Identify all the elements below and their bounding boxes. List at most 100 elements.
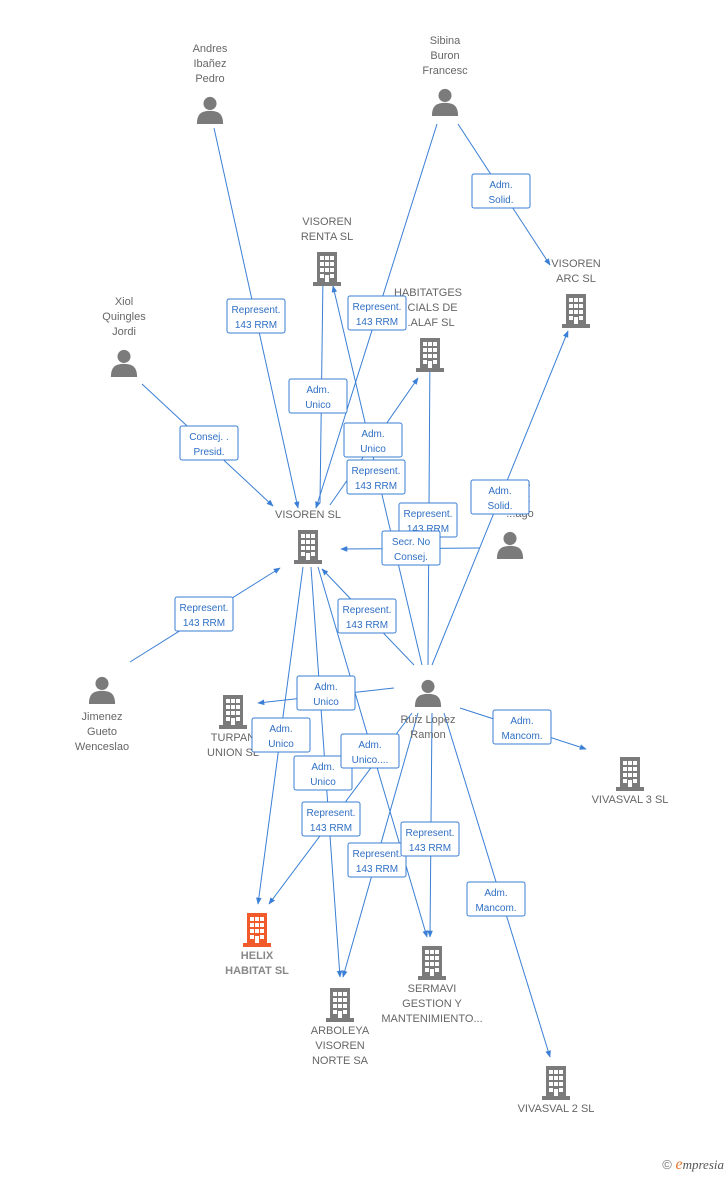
edge-label-text: Solid. bbox=[488, 195, 513, 206]
building-icon bbox=[313, 252, 341, 286]
edge-label-text: Unico bbox=[360, 444, 386, 455]
nodes-layer: AndresIbañezPedroSibinaBuronFrancescVISO… bbox=[75, 35, 669, 1115]
brand-logo-text: mpresia bbox=[682, 1157, 724, 1172]
edge-label-andres-visoren_sl[interactable]: Represent.143 RRM bbox=[226, 298, 286, 334]
edge-label-text: Unico bbox=[305, 400, 331, 411]
edge-label-text: 143 RRM bbox=[407, 524, 449, 535]
edge-label-visoren_sl-arboleya[interactable]: Adm.Unico bbox=[293, 755, 353, 791]
edge-label-text: Adm. bbox=[361, 429, 384, 440]
node-label: VISOREN SL bbox=[275, 509, 341, 521]
edges-layer bbox=[129, 123, 587, 1058]
node-label: Buron bbox=[430, 50, 459, 62]
edge-label-text: Represent. bbox=[343, 605, 392, 616]
node-turpan[interactable]: TURPAN UNION SL bbox=[207, 695, 259, 759]
edge-label-ruiz-vivasval2[interactable]: Adm.Mancom. bbox=[466, 881, 526, 917]
node-label: Ruiz Lopez bbox=[400, 714, 455, 726]
edge-label-text: 143 RRM bbox=[356, 317, 398, 328]
edge-label-ruiz-turpan[interactable]: Adm.Unico bbox=[296, 675, 356, 711]
edge-label-jimenez-visoren_sl[interactable]: Represent.143 RRM bbox=[174, 596, 234, 632]
edge-label-box bbox=[337, 598, 397, 634]
edge-label-box bbox=[400, 821, 460, 857]
edge-label-text: Secr. No bbox=[392, 537, 431, 548]
edge-label-text: 143 RRM bbox=[235, 320, 277, 331]
edge-label-visoren_sl-helix[interactable]: Adm.Unico bbox=[251, 717, 311, 753]
building-icon bbox=[416, 338, 444, 372]
building-icon bbox=[418, 946, 446, 980]
edge-label-ruiz-visoren_arc[interactable]: Adm.Solid. bbox=[470, 479, 530, 515]
edge-label-text: Adm. bbox=[311, 762, 334, 773]
node-label: Wenceslao bbox=[75, 741, 129, 753]
edge-label-text: Presid. bbox=[193, 447, 224, 458]
edge-label-ruiz-visoren_sl[interactable]: Represent.143 RRM bbox=[337, 598, 397, 634]
node-label: VIVASVAL 2 SL bbox=[518, 1103, 595, 1115]
edge-label-text: Represent. bbox=[352, 466, 401, 477]
edge-label-box bbox=[346, 459, 406, 495]
edge-label-text: Adm. bbox=[269, 724, 292, 735]
building-icon bbox=[562, 294, 590, 328]
edge-label-box bbox=[174, 596, 234, 632]
person-icon bbox=[496, 531, 524, 559]
node-vivasval2[interactable]: VIVASVAL 2 SL bbox=[518, 1066, 595, 1115]
node-label: ARC SL bbox=[556, 273, 596, 285]
node-label: HABITAT SL bbox=[225, 965, 289, 977]
edge-label-box bbox=[466, 881, 526, 917]
edge-label-box bbox=[301, 801, 361, 837]
edge-label-sibina-visoren_sl[interactable]: Represent.143 RRM bbox=[347, 295, 407, 331]
node-label: Pedro bbox=[195, 73, 224, 85]
edge-label-ruiz-vivasval3[interactable]: Adm.Mancom. bbox=[492, 709, 552, 745]
edge-label-text: 143 RRM bbox=[310, 823, 352, 834]
node-label: HELIX bbox=[241, 950, 274, 962]
node-visoren_sl[interactable]: VISOREN SL bbox=[275, 509, 341, 564]
edge-label-ruiz-arboleya[interactable]: Represent.143 RRM bbox=[347, 842, 407, 878]
node-label: ...CIALS DE bbox=[398, 302, 457, 314]
edge-label-visoren_sl-visoren_renta[interactable]: Adm.Unico bbox=[288, 378, 348, 414]
edge-label-text: 143 RRM bbox=[355, 481, 397, 492]
person-icon bbox=[110, 349, 138, 377]
edge-label-box bbox=[347, 295, 407, 331]
edge-label-ruiz-helix[interactable]: Represent.143 RRM bbox=[301, 801, 361, 837]
node-helix[interactable]: HELIX HABITAT SL bbox=[225, 913, 289, 977]
edge-label-text: Solid. bbox=[487, 501, 512, 512]
node-label: Ibañez bbox=[193, 58, 226, 70]
node-label: HABITATGES bbox=[394, 287, 462, 299]
person-icon bbox=[414, 679, 442, 707]
edge-label-text: Mancom. bbox=[501, 731, 542, 742]
node-habitatges[interactable]: HABITATGES...CIALS DE...ALAF SL bbox=[394, 287, 462, 372]
edge-label-visoren_sl-habitatges[interactable]: Adm. Unico bbox=[343, 422, 403, 458]
edge-label-ruiz-sermavi[interactable]: Represent.143 RRM bbox=[400, 821, 460, 857]
edge-label-box bbox=[226, 298, 286, 334]
node-label: UNION SL bbox=[207, 747, 259, 759]
node-label: Jordi bbox=[112, 326, 136, 338]
edge-label-ruiz-habitatges[interactable]: Represent. 143 RRM bbox=[398, 502, 458, 538]
brand-logo-initial: e bbox=[675, 1156, 683, 1173]
edge-label-text: Represent. bbox=[353, 849, 402, 860]
node-label: GESTION Y bbox=[402, 998, 462, 1010]
node-label: TURPAN bbox=[211, 732, 255, 744]
copyright-symbol: © bbox=[662, 1157, 672, 1172]
node-label: Ramon bbox=[410, 729, 445, 741]
edge-label-sibina-visoren_arc[interactable]: Adm.Solid. bbox=[471, 173, 531, 209]
edge-label-text: Adm. bbox=[314, 682, 337, 693]
edge-label-box bbox=[296, 675, 356, 711]
edge-label-visoren_sl-sermavi[interactable]: Adm.Unico.... bbox=[340, 733, 400, 769]
edge-label-text: Represent. bbox=[404, 509, 453, 520]
edge-label-xiol-visoren_sl[interactable]: Consej. .Presid. bbox=[179, 425, 239, 461]
building-icon bbox=[294, 530, 322, 564]
edge-label-text: Represent. bbox=[406, 828, 455, 839]
node-vivasval3[interactable]: VIVASVAL 3 SL bbox=[592, 757, 669, 806]
node-label: RENTA SL bbox=[301, 231, 353, 243]
edge-label-ruiz-visoren_renta[interactable]: Represent. 143 RRM bbox=[346, 459, 406, 495]
edge-label-box bbox=[340, 733, 400, 769]
person-icon bbox=[196, 96, 224, 124]
